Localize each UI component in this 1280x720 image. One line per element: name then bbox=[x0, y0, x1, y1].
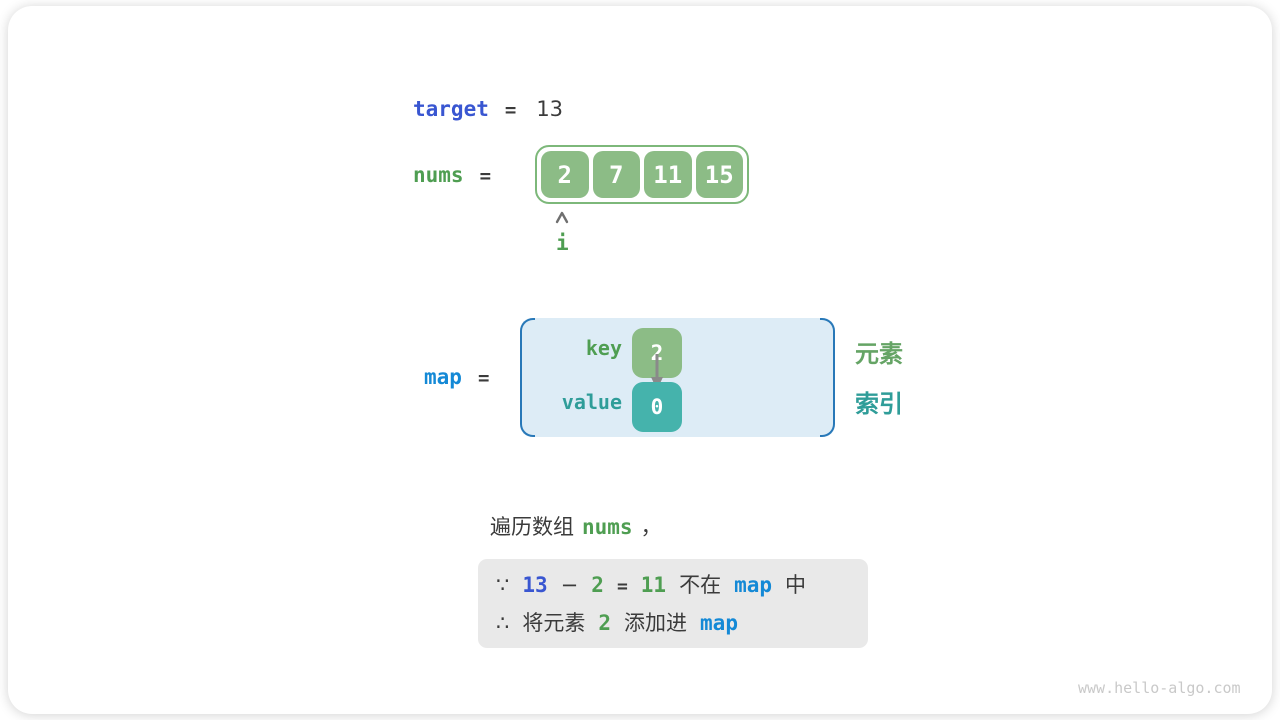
target-declaration: target = 13 bbox=[413, 96, 563, 123]
add-text-2: 添加进 bbox=[624, 611, 688, 635]
array-cell-0: 2 bbox=[541, 151, 589, 198]
map-ref-1: map bbox=[734, 573, 773, 597]
minuend: 13 bbox=[522, 573, 548, 597]
caption-prefix: 遍历数组 bbox=[490, 515, 574, 539]
index-side-label: 索引 bbox=[855, 390, 903, 418]
target-variable: target bbox=[413, 97, 489, 121]
map-variable: map bbox=[424, 365, 462, 389]
added-element: 2 bbox=[598, 611, 612, 635]
value-label: value bbox=[561, 390, 622, 414]
caption-line: 遍历数组 nums ， bbox=[490, 514, 662, 541]
pointer-caret-icon bbox=[555, 211, 569, 224]
map-bracket-right-icon bbox=[820, 318, 835, 437]
nums-array: 2 7 11 15 bbox=[535, 145, 749, 204]
map-ref-2: map bbox=[700, 611, 738, 635]
array-cell-1: 7 bbox=[592, 151, 640, 198]
caption-nums: nums bbox=[582, 515, 633, 539]
array-cell-2: 11 bbox=[644, 151, 692, 198]
element-side-label: 元素 bbox=[855, 340, 903, 368]
nums-declaration: nums = bbox=[413, 162, 511, 189]
difference: 11 bbox=[640, 573, 667, 597]
therefore-symbol: ∴ bbox=[496, 611, 510, 635]
target-equals: = bbox=[504, 99, 517, 121]
deduction-line-2: ∴ 将元素 2 添加进 map bbox=[496, 605, 850, 641]
value-cell: 0 bbox=[632, 382, 682, 432]
nums-equals: = bbox=[479, 165, 492, 187]
caption-suffix: ， bbox=[640, 515, 662, 539]
map-equals: = bbox=[477, 367, 490, 389]
add-text-1: 将元素 bbox=[522, 611, 586, 635]
map-box: key 2 value 0 bbox=[520, 318, 835, 437]
key-label: key bbox=[585, 336, 622, 360]
because-symbol: ∵ bbox=[496, 573, 510, 597]
minus-sign: − bbox=[560, 573, 579, 597]
subtrahend: 2 bbox=[591, 573, 604, 597]
map-declaration: map = bbox=[424, 364, 509, 391]
map-bracket-left-icon bbox=[520, 318, 535, 437]
watermark-text: www.hello-algo.com bbox=[1078, 679, 1241, 697]
array-cell-3: 15 bbox=[695, 151, 743, 198]
index-pointer-label: i bbox=[556, 231, 569, 255]
in-suffix-text: 中 bbox=[785, 573, 807, 597]
equals-sign: = bbox=[616, 576, 628, 597]
nums-variable: nums bbox=[413, 163, 464, 187]
target-value: 13 bbox=[536, 97, 564, 121]
not-in-text: 不在 bbox=[679, 573, 722, 597]
deduction-line-1: ∵ 13−2 = 11 不在 map 中 bbox=[496, 567, 850, 605]
